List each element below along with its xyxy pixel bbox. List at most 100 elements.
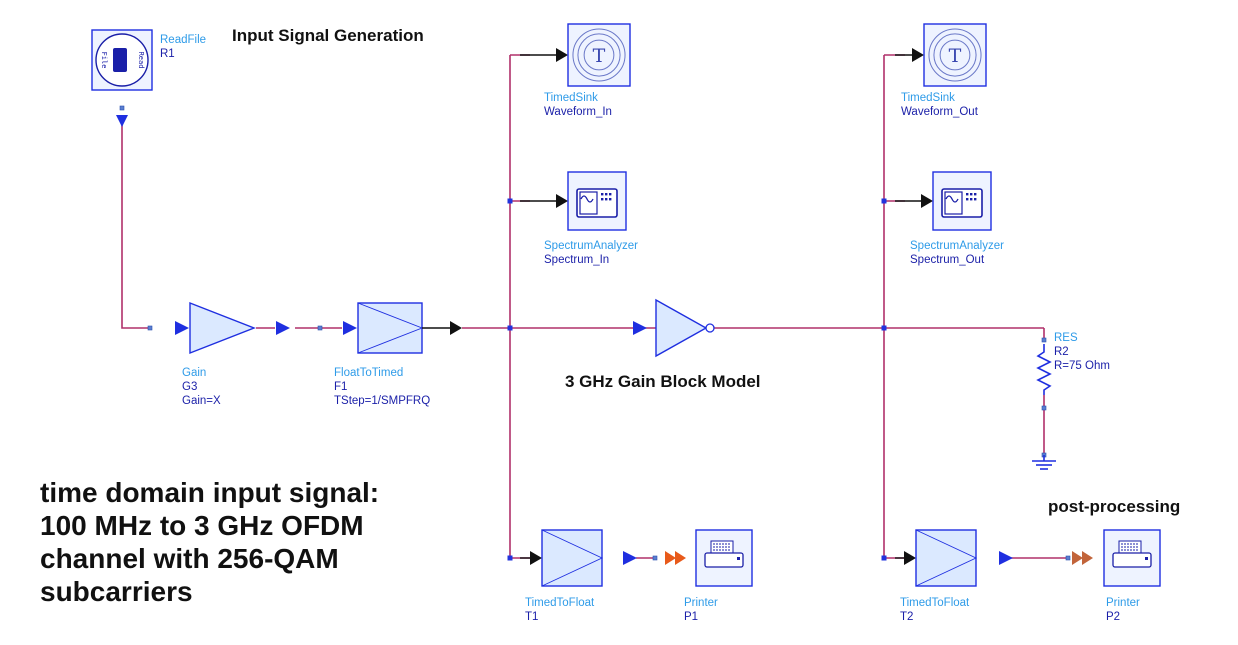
junction-dot (881, 198, 887, 204)
timed-sink-in-label: TimedSink Waveform_In (544, 91, 612, 119)
component-class: TimedSink (901, 92, 955, 104)
read-text: Read (137, 52, 145, 69)
sink-ring (583, 39, 615, 71)
analyzer-knob (966, 198, 969, 201)
port-arrow (556, 194, 568, 208)
component-class: SpectrumAnalyzer (544, 240, 638, 252)
analyzer-screen (579, 191, 598, 215)
pin-dot (1041, 405, 1047, 411)
description-line: time domain input signal: (40, 477, 380, 508)
resistor-label: RES R2 R=75 Ohm (1054, 331, 1110, 373)
port-arrow (530, 551, 542, 565)
component-instance: T1 (525, 611, 539, 623)
component-instance: Waveform_In (544, 106, 612, 118)
printer-2-label: Printer P2 (1106, 596, 1140, 624)
component-instance: T2 (900, 611, 914, 623)
ground-component (1032, 452, 1056, 470)
analyzer-knob (609, 198, 612, 201)
analyzer-knob (974, 198, 977, 201)
junction-dot (507, 555, 513, 561)
port-arrow (556, 48, 568, 62)
port-arrow (921, 194, 933, 208)
timed-to-float-2-component[interactable] (895, 529, 1013, 587)
resistor-component[interactable] (1036, 337, 1052, 411)
analyzer-wave (580, 195, 594, 203)
component-class: TimedSink (544, 92, 598, 104)
converter-triangle (541, 529, 604, 587)
component-parameter: R=75 Ohm (1054, 360, 1110, 372)
timed-sink-out-label: TimedSink Waveform_Out (901, 91, 978, 119)
amp-output-node (705, 323, 715, 333)
gain-component[interactable] (147, 301, 323, 355)
float-to-timed-label: FloatToTimed F1 TStep=1/SMPFRQ (334, 366, 430, 408)
analyzer-knob (601, 193, 604, 196)
timed-sink-in-component[interactable]: T (520, 23, 631, 87)
printer-input-arrows (665, 551, 686, 565)
gain-block-model-label: 3 GHz Gain Block Model (565, 372, 761, 391)
printer-2-component[interactable] (1065, 529, 1161, 587)
analyzer-knob (605, 193, 608, 196)
component-class: Printer (1106, 597, 1140, 609)
junction-dot (507, 198, 513, 204)
printer-led (737, 557, 740, 560)
analyzer-knob (970, 193, 973, 196)
component-class: SpectrumAnalyzer (910, 240, 1004, 252)
port-arrow (999, 551, 1013, 565)
pin-dot (652, 555, 658, 561)
component-instance: P1 (684, 611, 699, 623)
input-signal-description: time domain input signal: 100 MHz to 3 G… (40, 476, 379, 608)
timed-to-float-1-label: TimedToFloat T1 (525, 596, 594, 624)
description-line: channel with 256-QAM (40, 543, 339, 574)
component-instance: P2 (1106, 611, 1121, 623)
component-instance: Waveform_Out (901, 106, 978, 118)
pin-dot (147, 325, 153, 331)
analyzer-knob (970, 198, 973, 201)
description-line: subcarriers (40, 576, 193, 607)
port-arrow (450, 321, 462, 335)
printer-1-component[interactable] (652, 529, 753, 587)
spectrum-out-component[interactable] (895, 171, 992, 231)
amplifier-triangle-icon (655, 298, 708, 358)
description-line: 100 MHz to 3 GHz OFDM (40, 510, 364, 541)
input-signal-generation-title: Input Signal Generation (232, 26, 424, 45)
sink-glyph: T (593, 45, 606, 67)
component-instance: F1 (334, 381, 348, 393)
readfile-label: ReadFile R1 (160, 33, 206, 61)
printer-led (1145, 557, 1148, 560)
component-class: FloatToTimed (334, 367, 404, 379)
spectrum-in-label: SpectrumAnalyzer Spectrum_In (544, 239, 638, 267)
printer-1-label: Printer P1 (684, 596, 718, 624)
component-class: TimedToFloat (525, 597, 595, 609)
component-class: ReadFile (160, 34, 207, 46)
component-class: RES (1054, 332, 1078, 344)
port-arrow (904, 551, 916, 565)
pin-dot (1065, 555, 1071, 561)
timed-to-float-1-component[interactable] (520, 529, 637, 587)
post-processing-title: post-processing (1048, 497, 1181, 516)
analyzer-knob (601, 198, 604, 201)
gain-block-amplifier[interactable] (633, 298, 715, 358)
sink-ring (572, 28, 626, 82)
junction-dot (507, 325, 513, 331)
amplifier-triangle-icon (189, 301, 256, 355)
sink-ring (939, 39, 971, 71)
port-arrow (343, 321, 357, 335)
component-instance: Spectrum_In (544, 254, 610, 266)
spectrum-in-component[interactable] (520, 171, 627, 231)
timed-sink-out-component[interactable]: T (895, 23, 987, 87)
resistor-icon (1036, 344, 1052, 395)
sink-ring (928, 28, 982, 82)
converter-triangle (915, 529, 978, 587)
pin-dot (1041, 337, 1047, 343)
junction-dot (881, 325, 887, 331)
converter-box-icon (357, 302, 423, 354)
analyzer-knob (974, 193, 977, 196)
float-to-timed-component[interactable] (343, 302, 462, 354)
port-arrow (276, 321, 290, 335)
component-parameter: TStep=1/SMPFRQ (334, 395, 431, 407)
component-class: TimedToFloat (900, 597, 970, 609)
component-class: Printer (684, 597, 718, 609)
sink-glyph: T (949, 45, 962, 67)
